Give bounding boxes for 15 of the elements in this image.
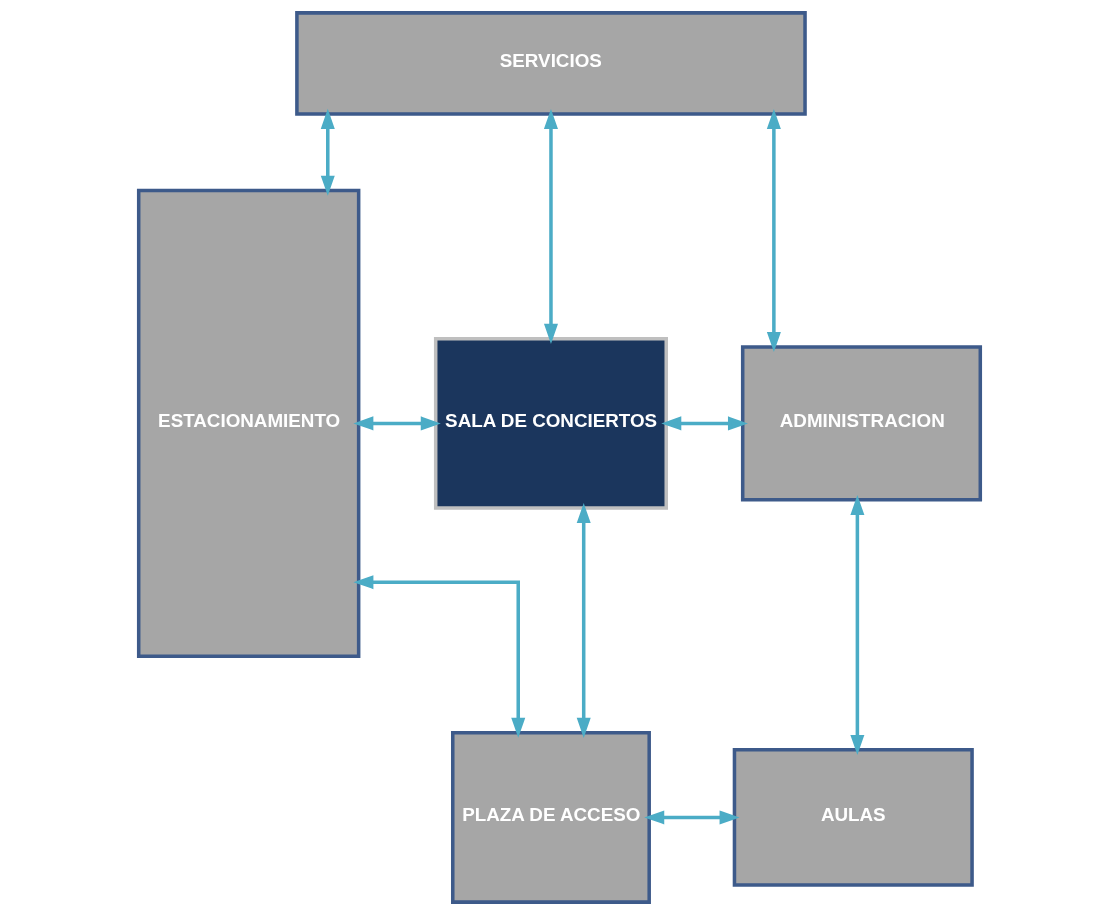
node-box: PLAZA DE ACCESO [450,730,651,904]
arrow [320,108,335,196]
arrow [766,108,781,353]
arrow [849,494,864,755]
arrow [660,416,748,431]
arrow [352,575,525,738]
node-box: SALA DE CONCIERTOS [433,336,668,510]
arrow [543,108,558,344]
arrow [643,810,740,825]
arrow [576,503,591,738]
node-box: ADMINISTRACION [740,345,982,502]
node-box: ESTACIONAMIENTO [136,188,360,659]
node-box: AULAS [732,748,974,887]
arrow [352,416,441,431]
node-box: SERVICIOS [294,11,807,116]
